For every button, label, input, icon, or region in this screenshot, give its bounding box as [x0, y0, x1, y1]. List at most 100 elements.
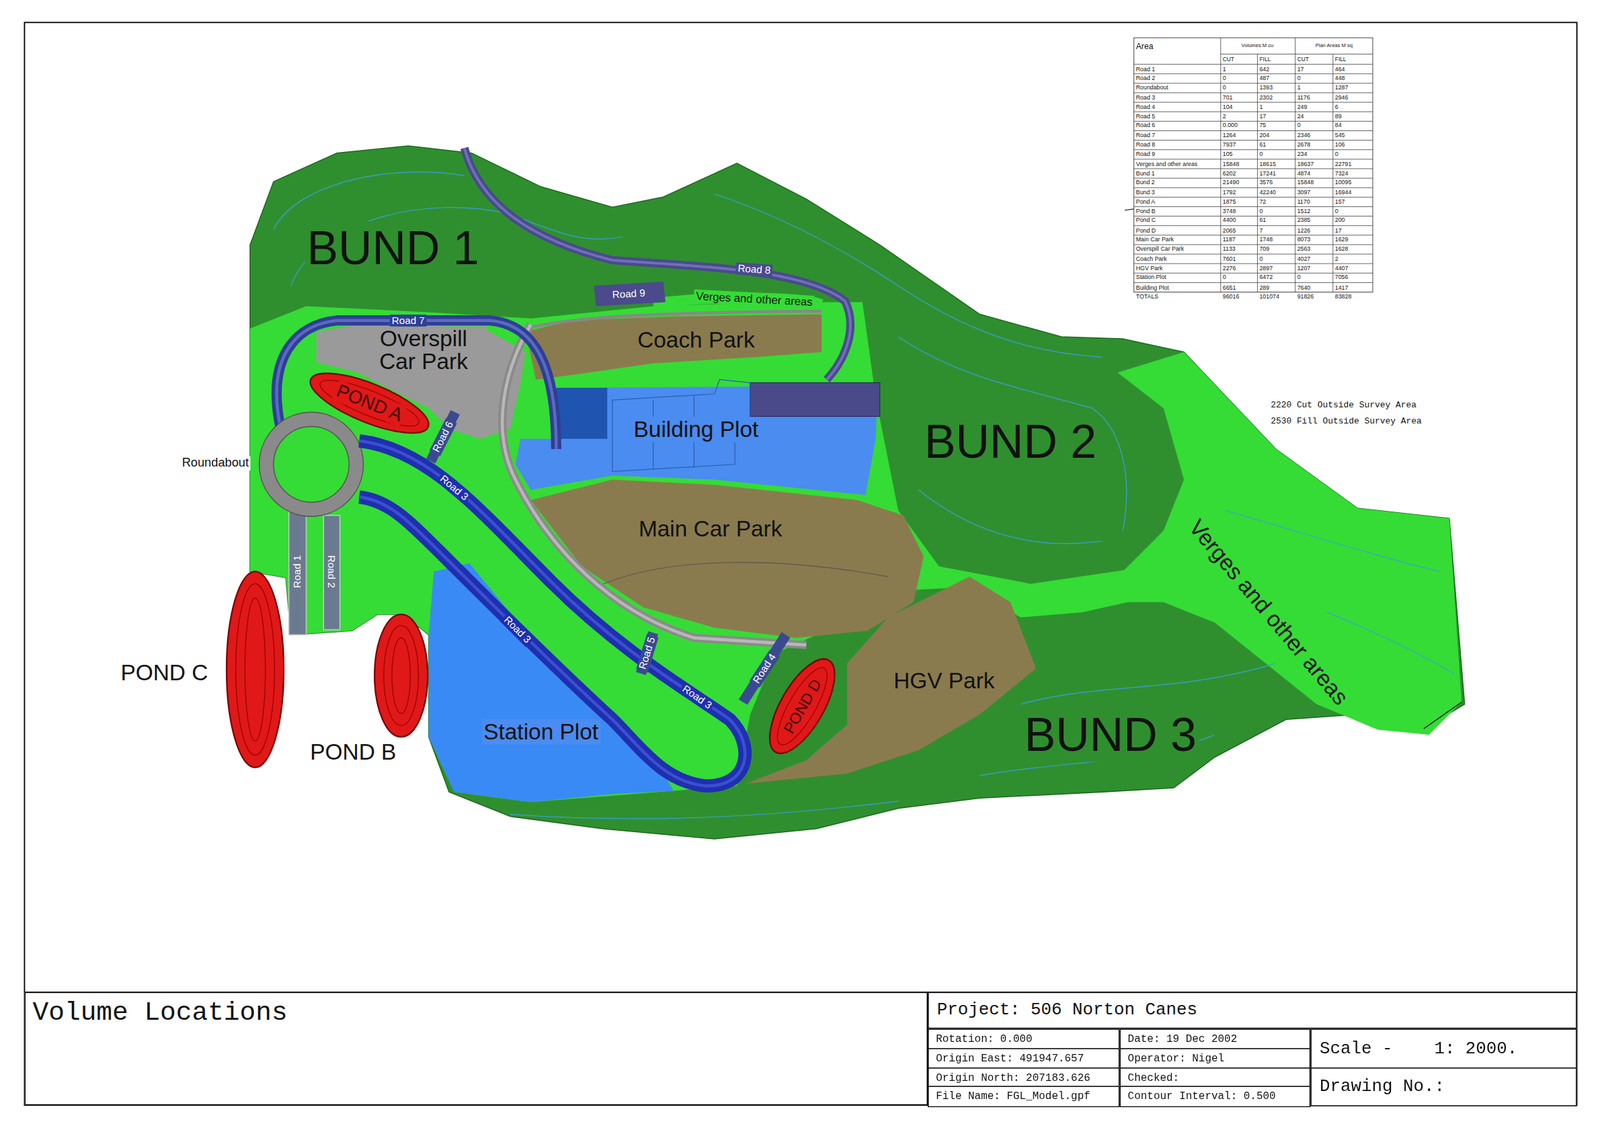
- table-cell: 42240: [1259, 188, 1276, 196]
- table-cell: Road 9: [1136, 151, 1155, 158]
- table-cell: 22791: [1335, 160, 1352, 168]
- contour-line: [898, 336, 1127, 531]
- road-1: [289, 510, 307, 635]
- table-cell: 72: [1259, 198, 1266, 206]
- area-label: Building Plot: [631, 416, 762, 443]
- bund-label: BUND 2: [922, 414, 1099, 469]
- table-cell: 2385: [1297, 217, 1311, 225]
- table-cell: 464: [1335, 65, 1346, 73]
- table-cell: 448: [1335, 75, 1346, 83]
- table-cell: 8073: [1297, 236, 1311, 244]
- table-cell: Verges and other areas: [1136, 160, 1198, 168]
- road-3: [358, 441, 745, 786]
- table-cell: 17: [1335, 227, 1342, 234]
- table-rule: [1134, 263, 1373, 265]
- area-label: Main Car Park: [636, 515, 785, 542]
- table-cell: Pond C: [1136, 217, 1156, 225]
- table-rule: [1134, 82, 1373, 84]
- pond-contour: [235, 583, 275, 755]
- coach-park: [525, 314, 822, 380]
- table-cell: Road 6: [1136, 122, 1155, 130]
- table-cell: 0: [1297, 122, 1301, 130]
- table-rule: [1134, 254, 1373, 255]
- verge-ground: [1112, 352, 1462, 735]
- table-cell: 1512: [1297, 207, 1311, 215]
- table-cell: 1417: [1335, 283, 1349, 291]
- title-block-text: Checked:: [1128, 1071, 1180, 1085]
- title-block-cell: Operator: Nigel: [1119, 1048, 1311, 1070]
- table-cell: 1207: [1297, 264, 1311, 272]
- table-cell: 106: [1335, 141, 1346, 149]
- table-cell: 1187: [1222, 236, 1236, 244]
- table-cell: 487: [1259, 75, 1270, 83]
- area-label: Overspill Car Park: [360, 326, 487, 374]
- table-cell: Overspill Car Park: [1136, 246, 1184, 253]
- table-cell: 3097: [1297, 188, 1311, 196]
- table-cell: Road 5: [1136, 112, 1155, 120]
- table-cell: 4407: [1335, 264, 1349, 272]
- table-cell: 17241: [1259, 170, 1276, 177]
- table-cell: 1628: [1335, 246, 1349, 253]
- table-cell: 15848: [1222, 160, 1239, 168]
- table-rule: [1134, 102, 1373, 103]
- table-cell: Road 3: [1136, 94, 1155, 101]
- area-label: Station Plot: [481, 718, 601, 745]
- table-header: Area: [1136, 42, 1154, 52]
- road-4: [742, 634, 786, 702]
- table-frame: [1134, 37, 1373, 292]
- title-block-cell: Origin East: 491947.657: [927, 1048, 1120, 1070]
- table-cell: 17: [1297, 65, 1305, 73]
- table-cell: 104: [1222, 103, 1233, 111]
- table-cell: 61: [1259, 217, 1266, 225]
- pond-b: [374, 614, 428, 737]
- table-cell: 2: [1222, 112, 1227, 120]
- ponds: [226, 361, 848, 768]
- pond-c: [226, 571, 284, 768]
- title-block-text: Operator: Nigel: [1128, 1052, 1225, 1065]
- table-rule: [1134, 139, 1373, 141]
- table-cell: Pond D: [1136, 227, 1156, 234]
- building-block: [555, 387, 608, 439]
- table-rule: [1134, 111, 1373, 113]
- table-cell: 2563: [1297, 246, 1311, 253]
- table-cell: Road 7: [1136, 131, 1155, 139]
- title-block-cell: Volume Locations: [24, 992, 928, 1106]
- road-3: [358, 441, 745, 786]
- table-cell: 10095: [1335, 179, 1352, 187]
- title-block-cell: Drawing No.:: [1310, 1067, 1577, 1107]
- table-cell: Road 8: [1136, 141, 1155, 149]
- table-rule: [1134, 187, 1373, 189]
- road-9: [594, 281, 666, 306]
- table-cell: Main Car Park: [1136, 236, 1174, 244]
- table-cell: 0: [1297, 274, 1301, 282]
- table-cell: 7056: [1335, 274, 1349, 282]
- contour-line: [1020, 663, 1276, 705]
- table-cell: 0: [1259, 207, 1263, 215]
- roundabout: [259, 412, 364, 517]
- table-cell: 2346: [1297, 131, 1311, 139]
- table-cell: 545: [1335, 131, 1346, 139]
- table-cell: Roundabout: [1136, 84, 1169, 92]
- table-cell: 1393: [1259, 84, 1273, 92]
- table-cell: 4027: [1297, 255, 1311, 263]
- title-block-text: Scale - 1: 2000.: [1319, 1039, 1518, 1061]
- road-8: [464, 147, 851, 380]
- road-2: [323, 515, 340, 630]
- hgv-park: [744, 576, 1036, 784]
- table-cell: 289: [1259, 283, 1270, 291]
- table-cell: 6472: [1259, 274, 1273, 282]
- title-block-cell: Scale - 1: 2000.: [1310, 1028, 1577, 1070]
- table-cell: 0: [1259, 255, 1263, 263]
- table-cell: 105: [1222, 151, 1233, 158]
- title-block-text: Origin East: 491947.657: [935, 1052, 1084, 1065]
- table-cell: Bund 1: [1136, 170, 1155, 177]
- table-cell: 91826: [1297, 293, 1314, 301]
- pond-contour: [244, 598, 265, 742]
- table-cell: 701: [1222, 94, 1233, 101]
- table-cell: 18615: [1259, 160, 1276, 168]
- table-cell: 0: [1297, 75, 1301, 83]
- table-cell: 1170: [1297, 198, 1311, 206]
- title-block-cell: Rotation: 0.000: [927, 1028, 1120, 1051]
- table-rule: [1134, 282, 1373, 284]
- sheet-frame: [24, 22, 1577, 1106]
